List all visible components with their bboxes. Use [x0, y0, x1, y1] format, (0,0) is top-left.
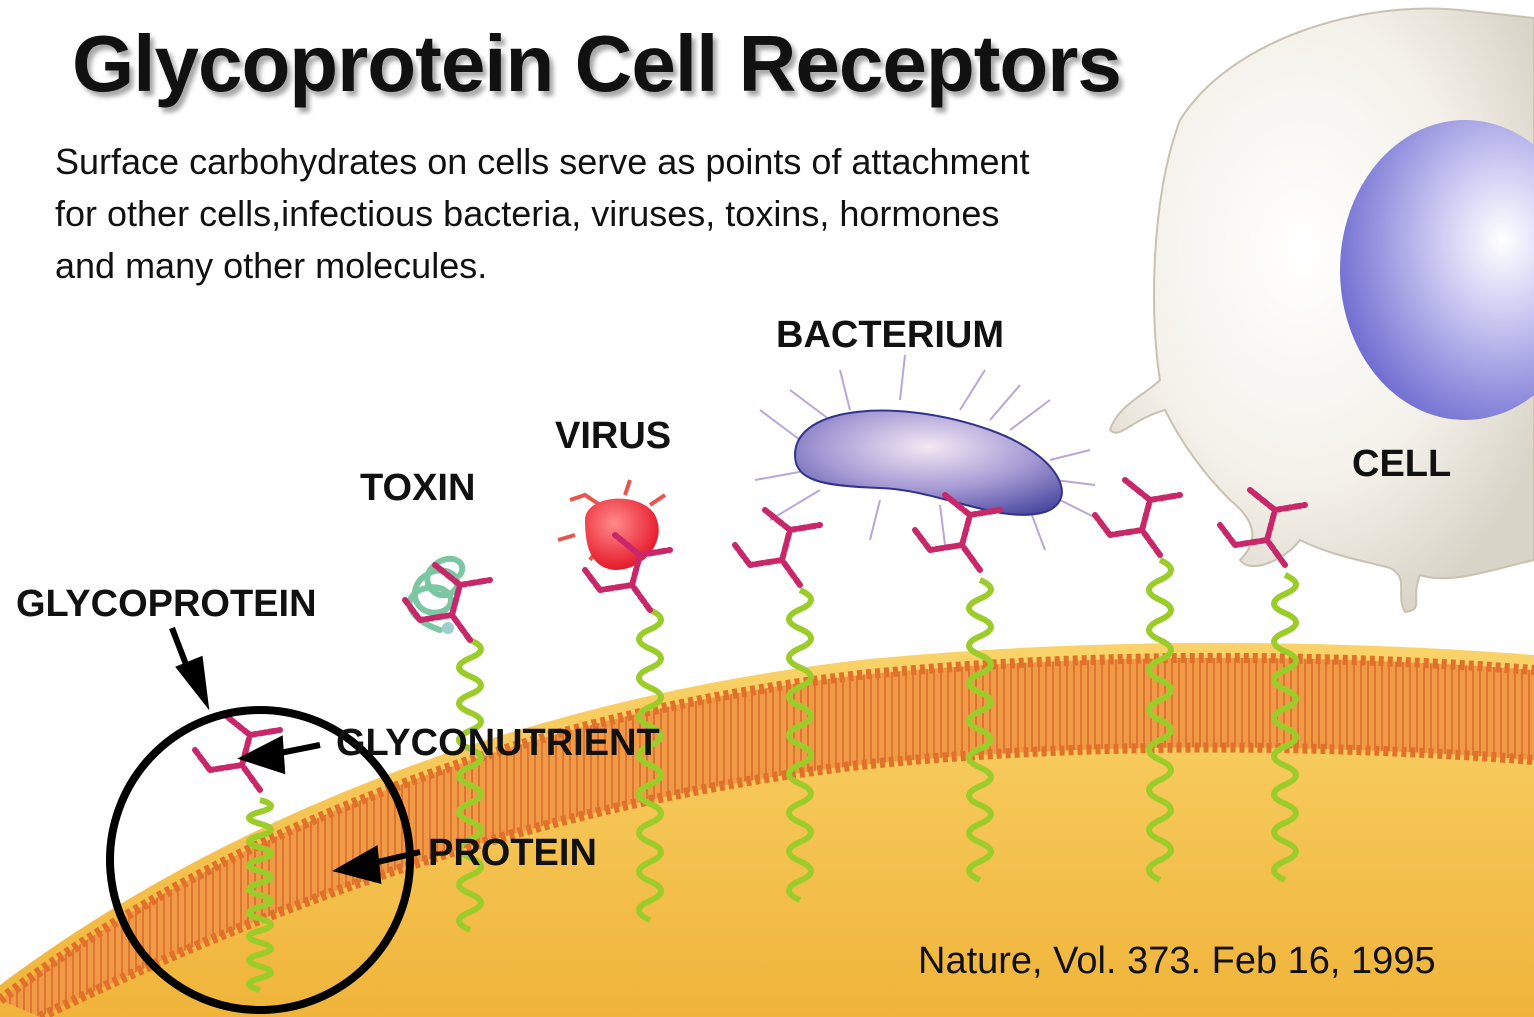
label-cell: CELL — [1352, 443, 1451, 486]
glycoprotein-arrow — [172, 628, 205, 700]
page-title: Glycoprotein Cell Receptors — [72, 18, 1121, 110]
label-bacterium: BACTERIUM — [776, 314, 1004, 357]
subtitle-line-1: Surface carbohydrates on cells serve as … — [55, 136, 1215, 188]
label-glycoprotein: GLYCOPROTEIN — [16, 583, 317, 626]
label-virus: VIRUS — [555, 415, 671, 458]
citation: Nature, Vol. 373. Feb 16, 1995 — [918, 940, 1436, 983]
glyconutrient-arrow — [245, 740, 320, 770]
subtitle-line-3: and many other molecules. — [55, 240, 1215, 292]
subtitle: Surface carbohydrates on cells serve as … — [55, 136, 1215, 292]
label-glyconutrient: GLYCONUTRIENT — [336, 722, 660, 765]
label-protein: PROTEIN — [428, 832, 597, 875]
carbohydrate-chain — [1095, 480, 1180, 555]
bacterium-shape — [755, 355, 1100, 550]
cell-shape — [1110, 8, 1534, 612]
subtitle-line-2: for other cells,infectious bacteria, vir… — [55, 188, 1215, 240]
carbohydrate-chain — [735, 510, 820, 585]
label-toxin: TOXIN — [360, 467, 475, 510]
